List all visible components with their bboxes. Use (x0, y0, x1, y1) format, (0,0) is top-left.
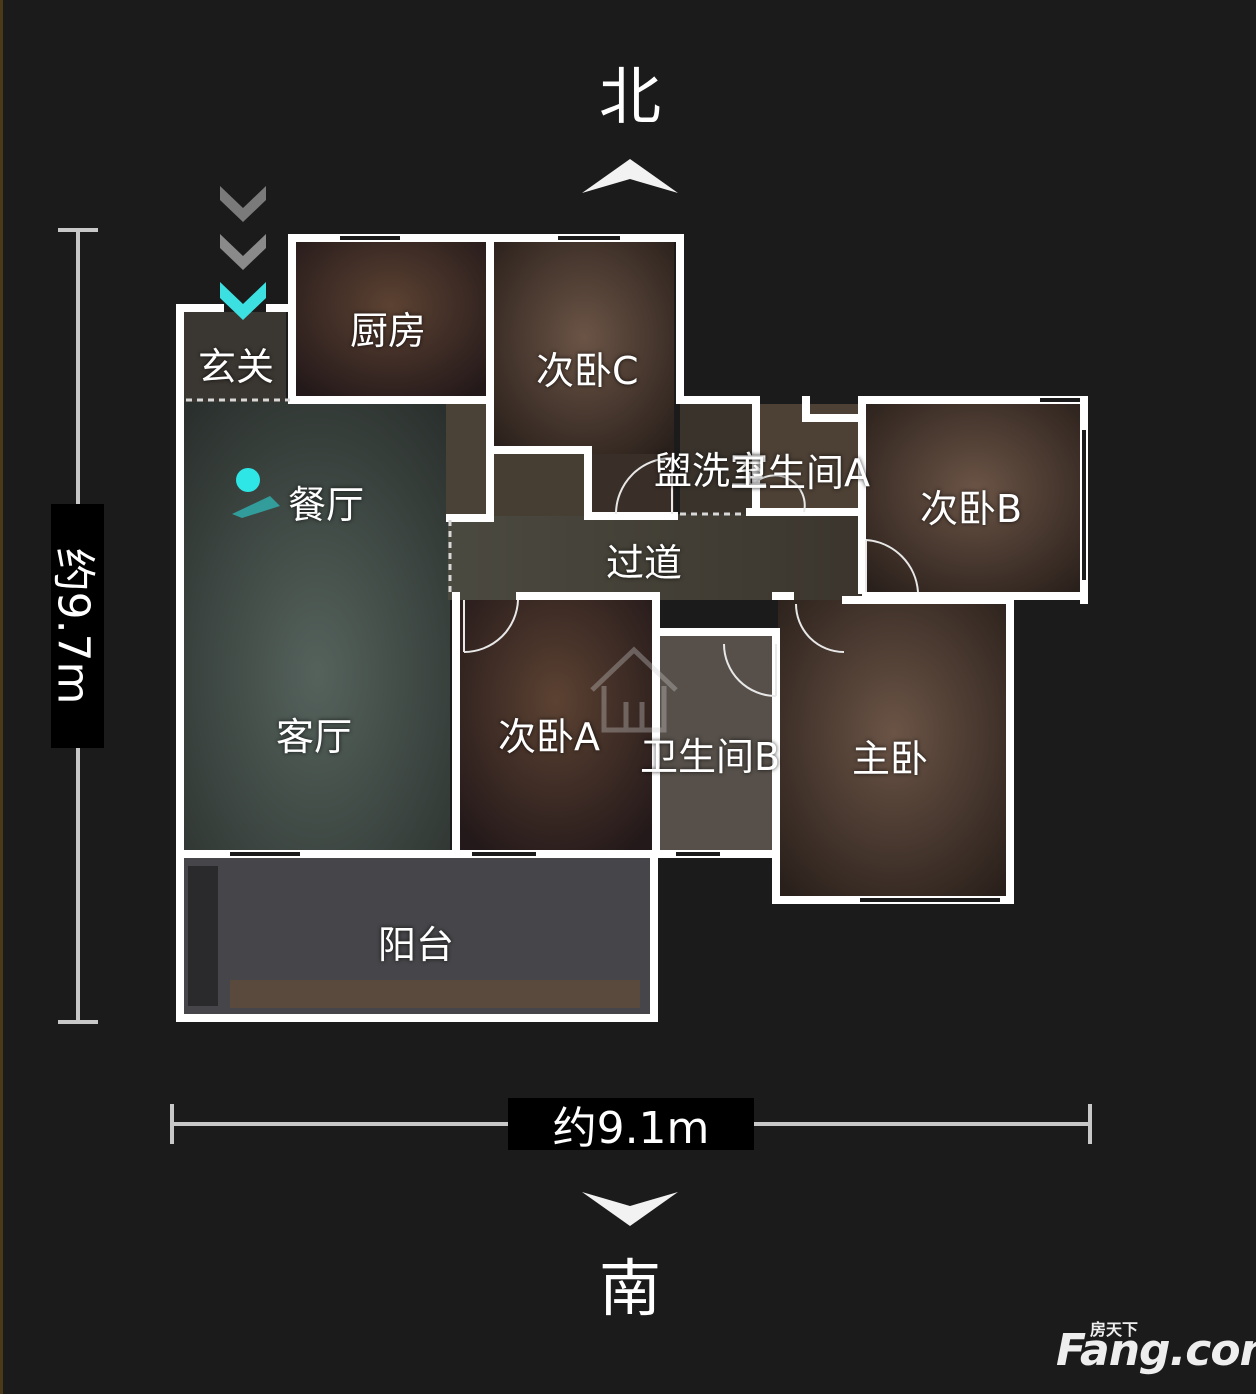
room-label-bathroom-b: 卫生间B (640, 735, 781, 779)
hallway-floor (448, 514, 866, 600)
height-dimension-cap-bottom (58, 1020, 98, 1024)
bedroom-c-floor (494, 242, 674, 454)
room-label-kitchen: 厨房 (350, 309, 427, 353)
room-label-master: 主卧 (852, 737, 929, 781)
room-label-bathroom-a: 卫生间A (730, 451, 870, 495)
room-label-hallway: 过道 (606, 541, 683, 585)
laundry-floor (680, 404, 752, 514)
room-label-living: 客厅 (276, 715, 353, 759)
south-arrow-icon[interactable] (578, 1188, 682, 1230)
north-label: 北 (598, 60, 661, 133)
height-dimension-cap-top (58, 228, 98, 232)
fang-logo-sub: 房天下 (1090, 1320, 1139, 1339)
entrance-floor (184, 312, 286, 402)
room-label-dining: 餐厅 (288, 483, 365, 527)
room-label-laundry: 盥洗室 (654, 449, 769, 493)
location-marker-icon[interactable] (232, 468, 280, 518)
south-label: 南 (598, 1252, 661, 1325)
balcony-rail (188, 866, 218, 1006)
bathroom-a-floor (752, 404, 862, 514)
height-dimension-label: 约9.7m (48, 504, 104, 748)
fang-logo-main: Fang.com (1056, 1325, 1256, 1376)
watermark-house-icon (590, 646, 678, 733)
master-floor (778, 600, 1010, 896)
dining-right-floor (446, 402, 486, 514)
entry-arrows-icon (220, 186, 266, 320)
bedroom-c-lower-floor (588, 454, 674, 516)
bathroom-b-floor (656, 636, 772, 852)
width-dimension-label: 约9.1m (508, 1098, 754, 1154)
room-label-bedroom-b: 次卧B (920, 487, 1023, 531)
room-label-entrance: 玄关 (198, 345, 275, 389)
room-label-bedroom-c: 次卧C (536, 349, 639, 393)
bedroom-a-floor (460, 600, 652, 852)
width-dimension-cap-left (170, 1104, 174, 1144)
bedroom-b-floor (866, 404, 1084, 594)
room-label-balcony: 阳台 (378, 923, 455, 967)
kitchen-floor (296, 242, 486, 400)
balcony-ledge (230, 980, 640, 1008)
room-label-bedroom-a: 次卧A (498, 715, 600, 759)
hallway-upper-floor (494, 454, 588, 516)
fang-logo: 房天下 Fang.com (1056, 1316, 1256, 1376)
north-arrow-icon[interactable] (578, 155, 682, 197)
dining-living-floor (184, 402, 450, 856)
width-dimension-cap-right (1088, 1104, 1092, 1144)
left-edge-strip (0, 0, 3, 1394)
